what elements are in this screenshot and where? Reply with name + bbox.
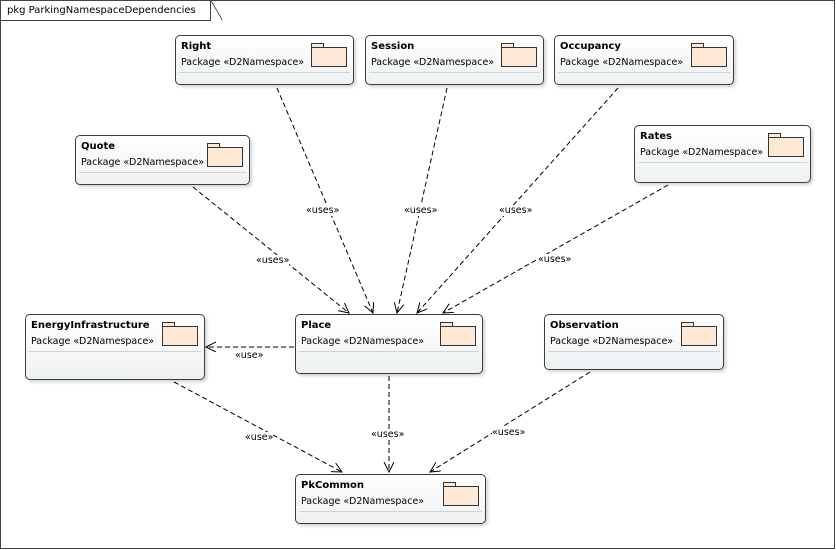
package-energyinfrastructure[interactable]: EnergyInfrastructure Package «D2Namespac… [25, 314, 205, 380]
compartment-divider [558, 72, 730, 73]
edge-quote-place[interactable] [192, 186, 349, 313]
edge-label-rates-place: «uses» [538, 254, 572, 265]
package-folder-icon [311, 43, 347, 67]
edge-label-observation-pkcommon: «uses» [492, 427, 526, 438]
edge-label-place-energy: «use» [235, 350, 264, 361]
package-stereotype: Package «D2Namespace» [301, 496, 425, 507]
package-folder-icon [681, 322, 717, 346]
edge-observation-pkcommon[interactable] [430, 371, 591, 472]
edge-right-place[interactable] [276, 87, 373, 313]
package-folder-icon [691, 43, 727, 67]
package-session[interactable]: Session Package «D2Namespace» [365, 35, 544, 85]
compartment-divider [79, 172, 246, 173]
edge-label-quote-place: «uses» [256, 255, 290, 266]
edge-label-energy-pkcommon: «use» [245, 432, 274, 443]
package-name: Rates [640, 131, 672, 142]
compartment-divider [179, 72, 350, 73]
package-stereotype: Package «D2Namespace» [31, 336, 155, 347]
package-folder-icon [162, 322, 198, 346]
package-name: Observation [550, 320, 619, 331]
package-place[interactable]: Place Package «D2Namespace» [295, 314, 483, 374]
compartment-divider [369, 72, 540, 73]
package-stereotype: Package «D2Namespace» [550, 336, 674, 347]
package-right[interactable]: Right Package «D2Namespace» [175, 35, 354, 85]
package-pkcommon[interactable]: PkCommon Package «D2Namespace» [295, 474, 486, 524]
diagram-title: pkg ParkingNamespaceDependencies [1, 1, 211, 21]
compartment-divider [299, 351, 479, 352]
edge-label-right-place: «uses» [306, 205, 340, 216]
package-name: Occupancy [560, 41, 621, 52]
package-stereotype: Package «D2Namespace» [301, 336, 425, 347]
edge-label-occupancy-place: «uses» [499, 205, 533, 216]
edge-occupancy-place[interactable] [417, 87, 619, 313]
compartment-divider [638, 162, 807, 163]
package-stereotype: Package «D2Namespace» [181, 57, 305, 68]
package-folder-icon [768, 133, 804, 157]
package-folder-icon [207, 143, 243, 167]
package-occupancy[interactable]: Occupancy Package «D2Namespace» [554, 35, 734, 85]
package-stereotype: Package «D2Namespace» [371, 57, 495, 68]
package-folder-icon [501, 43, 537, 67]
package-name: PkCommon [301, 480, 365, 491]
compartment-divider [299, 511, 482, 512]
package-quote[interactable]: Quote Package «D2Namespace» [75, 135, 250, 185]
package-stereotype: Package «D2Namespace» [560, 57, 684, 68]
edge-energy-pkcommon[interactable] [173, 381, 342, 472]
package-name: Right [181, 41, 212, 52]
edge-rates-place[interactable] [443, 184, 669, 313]
package-name: Session [371, 41, 415, 52]
compartment-divider [29, 351, 201, 352]
package-stereotype: Package «D2Namespace» [640, 147, 764, 158]
compartment-divider [548, 351, 720, 352]
package-observation[interactable]: Observation Package «D2Namespace» [544, 314, 724, 370]
package-name: EnergyInfrastructure [31, 320, 150, 331]
edge-label-place-pkcommon: «uses» [371, 429, 405, 440]
edge-session-place[interactable] [397, 87, 448, 313]
package-stereotype: Package «D2Namespace» [81, 157, 205, 168]
edge-label-session-place: «uses» [404, 205, 438, 216]
package-name: Quote [81, 141, 116, 152]
package-folder-icon [443, 482, 479, 506]
package-rates[interactable]: Rates Package «D2Namespace» [634, 125, 811, 183]
package-folder-icon [440, 322, 476, 346]
package-name: Place [301, 320, 332, 331]
